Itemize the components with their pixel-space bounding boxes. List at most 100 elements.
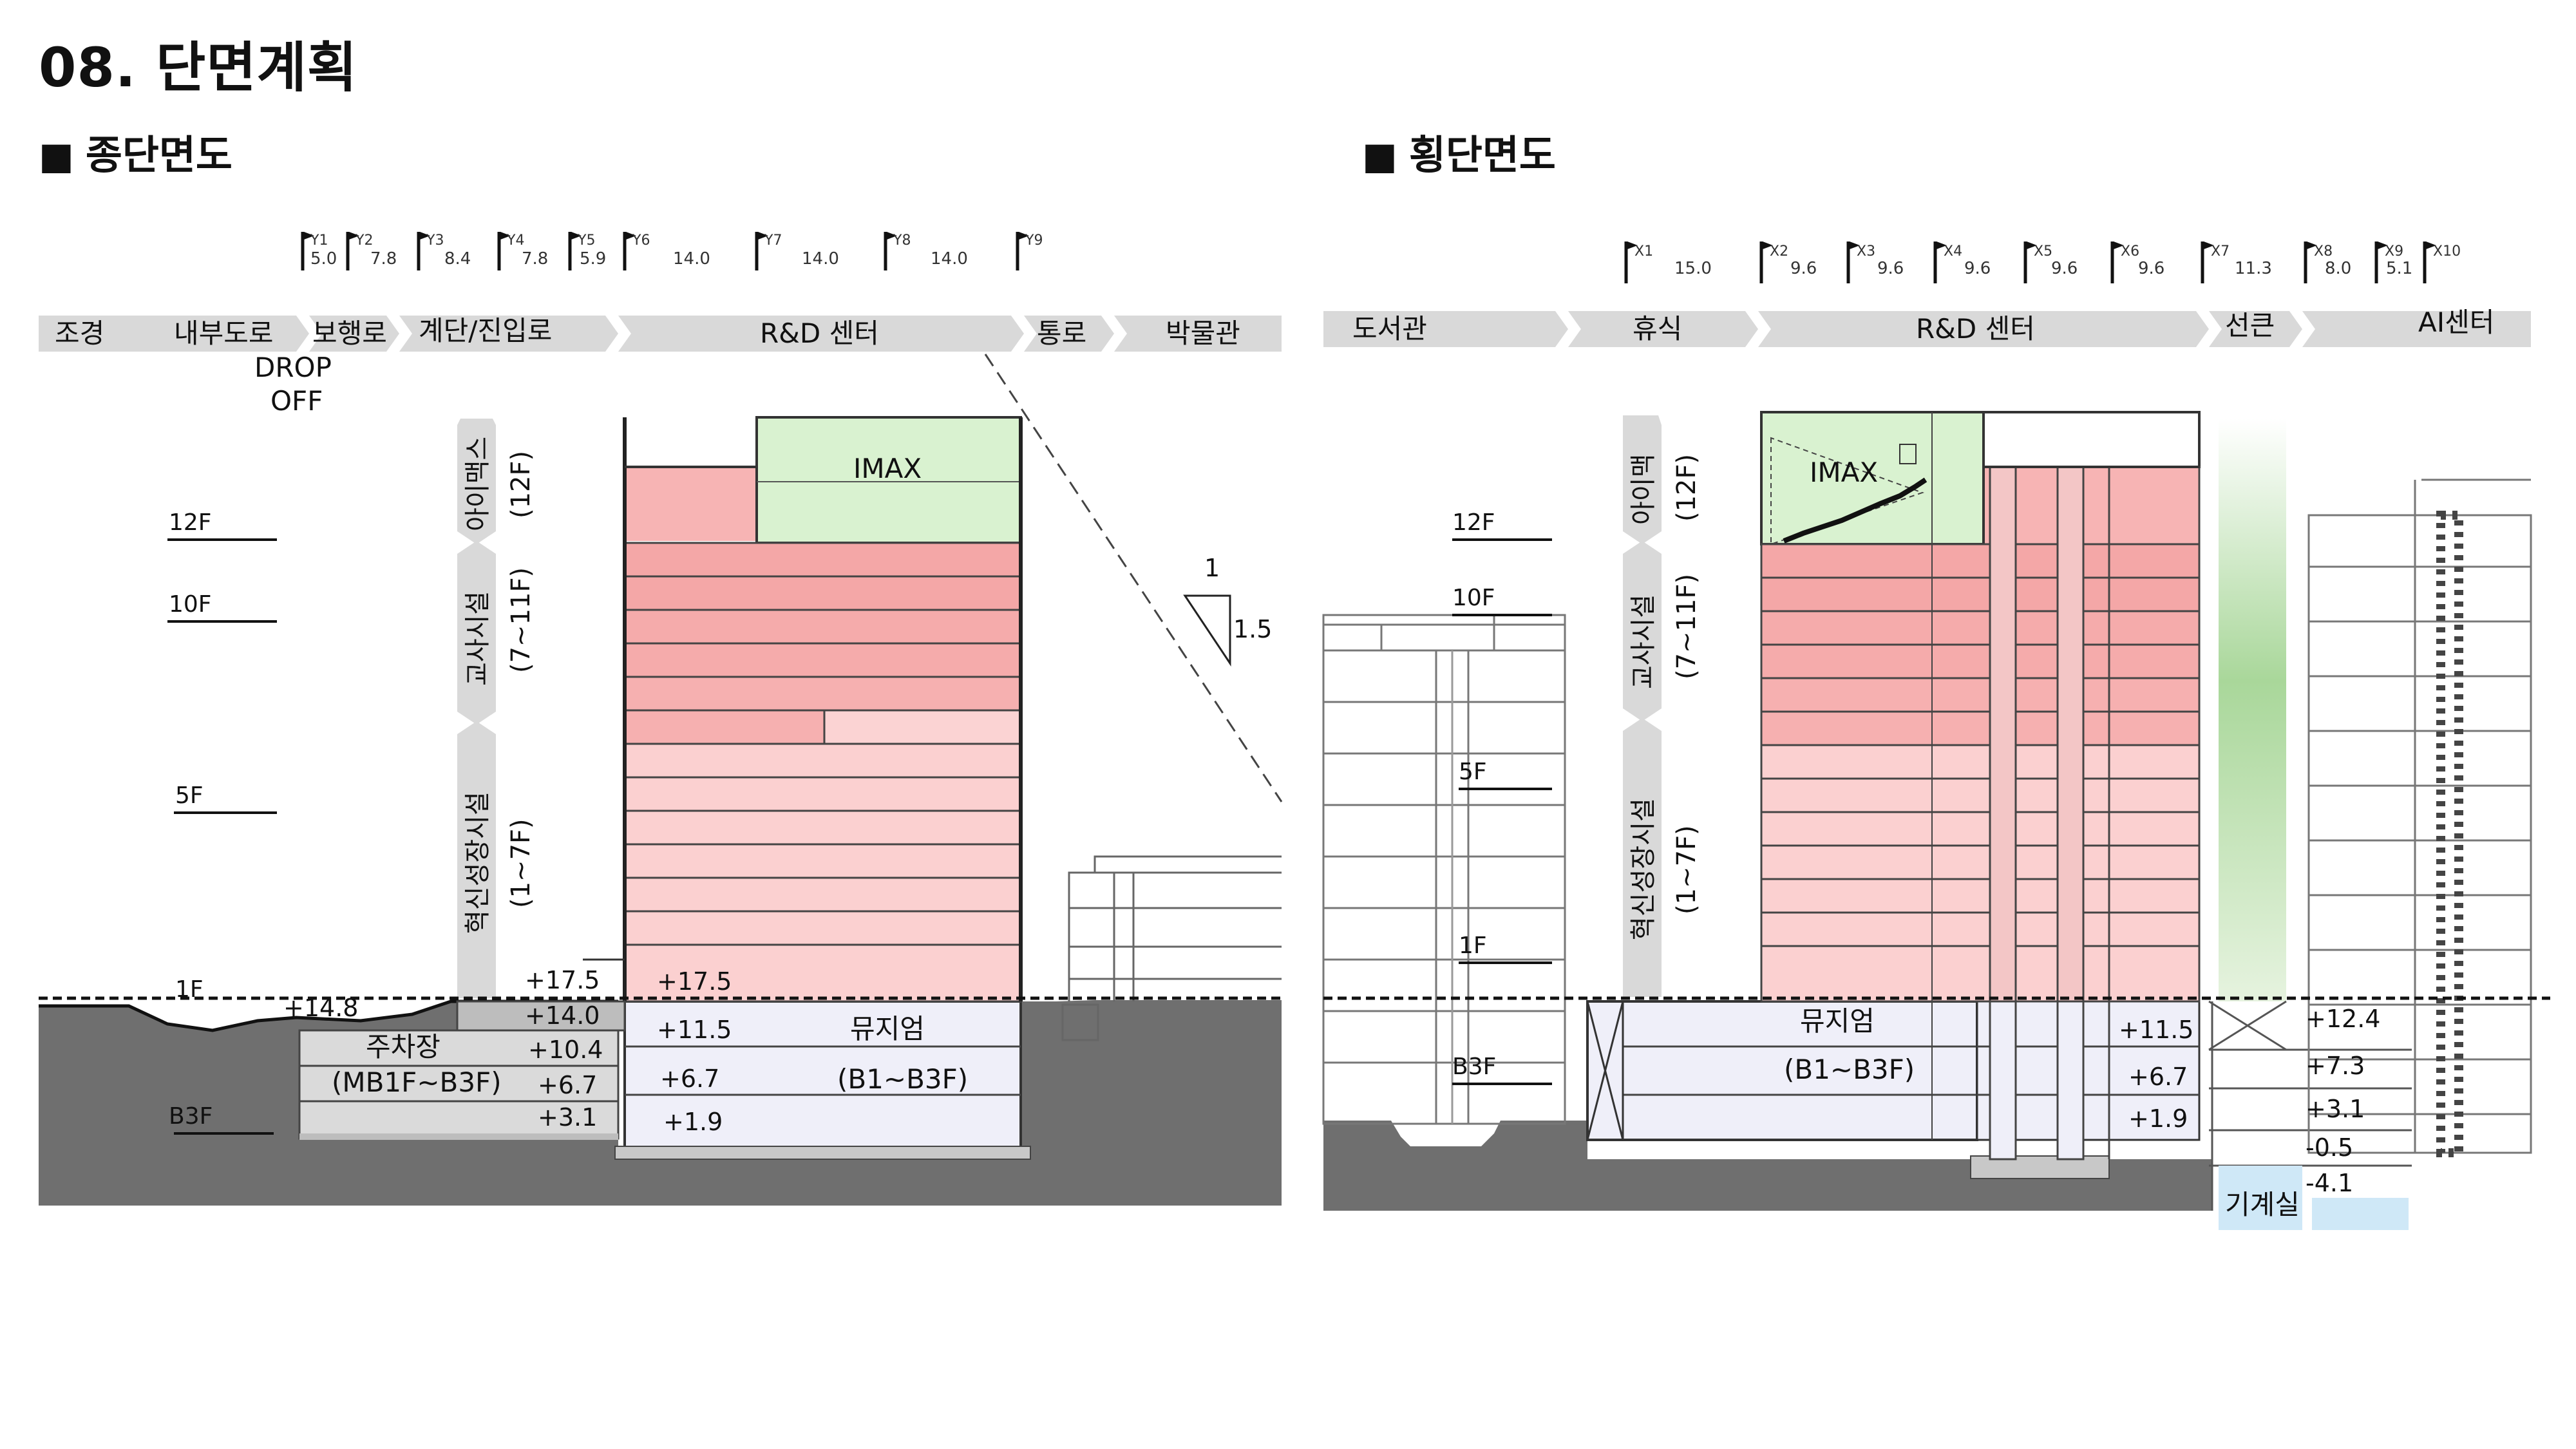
level-b3f: B3F bbox=[169, 1103, 213, 1130]
longitudinal-level-marks bbox=[167, 538, 277, 1135]
grid-dim: 14.0 bbox=[802, 249, 839, 269]
ai-center-stair bbox=[2436, 511, 2463, 1157]
slope-run: 1.5 bbox=[1233, 615, 1272, 643]
elev-7-3: +7.3 bbox=[2306, 1052, 2365, 1080]
grid-dim: 15.0 bbox=[1674, 259, 1712, 278]
program-innovation-floors: (1~7F) bbox=[506, 819, 536, 908]
grid-dim: 9.6 bbox=[2138, 259, 2164, 278]
band-rest: 휴식 bbox=[1633, 313, 1682, 345]
grid-label: Y5 bbox=[577, 232, 595, 249]
slope-triangle-icon bbox=[1183, 594, 1231, 667]
band-rnd-center: R&D 센터 bbox=[760, 317, 879, 349]
library-building-outline bbox=[1322, 614, 1566, 1125]
elev-11-5: +11.5 bbox=[657, 1016, 732, 1044]
program-education-name: 교사시설 bbox=[463, 591, 493, 686]
level-5f: 5F bbox=[1459, 759, 1487, 785]
level-10f: 10F bbox=[169, 591, 212, 618]
cross-level-marks bbox=[1452, 538, 1552, 1085]
grid-label: Y3 bbox=[426, 232, 444, 249]
cross-tower-floors bbox=[1760, 411, 2201, 1160]
elev-1-9: +1.9 bbox=[2128, 1104, 2188, 1133]
grid-dim: 5.9 bbox=[580, 249, 606, 269]
cross-program-bands: 아이맥 (12F) 교사시설 (7~11F) 혁신성장시설 (1~7F) bbox=[1623, 415, 1701, 997]
band-ai-center: AI센터 bbox=[2418, 307, 2494, 338]
elev-10-4: +10.4 bbox=[528, 1036, 603, 1064]
band-sunken: 선큰 bbox=[2225, 310, 2275, 341]
grid-dim: 7.8 bbox=[522, 249, 548, 269]
elev-6-7-bldg: +6.7 bbox=[660, 1065, 719, 1093]
grid-label: X1 bbox=[1634, 243, 1653, 260]
grid-dim: 5.1 bbox=[2386, 259, 2412, 278]
program-innovation-name: 혁신성장시설 bbox=[463, 791, 493, 934]
level-5f: 5F bbox=[175, 782, 204, 809]
level-12f: 12F bbox=[1452, 509, 1495, 536]
grid-label: Y6 bbox=[632, 232, 650, 249]
grid-dim: 9.6 bbox=[1964, 259, 1991, 278]
museum-label: 뮤지엄 bbox=[1800, 1005, 1875, 1037]
program-education-floors: (7~11F) bbox=[1672, 574, 1701, 679]
elev-3-1: +3.1 bbox=[538, 1103, 597, 1132]
band-rnd-center: R&D 센터 bbox=[1916, 313, 2035, 345]
program-education-floors: (7~11F) bbox=[506, 567, 536, 673]
elev-1-9: +1.9 bbox=[663, 1108, 723, 1136]
longitudinal-band-header: 조경 내부도로 보행로 계단/진입로 R&D 센터 통로 박물관 bbox=[39, 315, 1282, 352]
band-stairs-entry: 계단/진입로 bbox=[419, 315, 552, 346]
machine-room-block bbox=[2219, 1166, 2302, 1230]
level-1f: 1F bbox=[1459, 933, 1487, 959]
drop-off-line1: DROP bbox=[254, 352, 332, 383]
grid-dim: 9.6 bbox=[2051, 259, 2078, 278]
elev-17-5-left: +17.5 bbox=[525, 966, 600, 994]
grid-dim: 5.0 bbox=[310, 249, 337, 269]
band-internal-road: 내부도로 bbox=[174, 317, 274, 349]
grid-label: X2 bbox=[1770, 243, 1788, 260]
grid-dim: 9.6 bbox=[1877, 259, 1904, 278]
cross-section: 도서관 휴식 R&D 센터 선큰 AI센터 X1 15.0 X2 9.6 X3 … bbox=[1322, 242, 2550, 1230]
museum-building-outline bbox=[1061, 855, 1282, 1041]
grid-label: X7 bbox=[2211, 243, 2230, 260]
grid-label: Y2 bbox=[355, 232, 373, 249]
museum-floors: (B1~B3F) bbox=[1784, 1054, 1915, 1085]
grid-label: X10 bbox=[2433, 243, 2461, 260]
imax-label: IMAX bbox=[853, 453, 922, 484]
elev-minus-4-1: -4.1 bbox=[2306, 1169, 2353, 1197]
program-education-name: 교사시설 bbox=[1629, 594, 1658, 689]
grid-dim: 14.0 bbox=[673, 249, 710, 269]
elev-14-0: +14.0 bbox=[525, 1001, 600, 1030]
band-walkway: 보행로 bbox=[312, 317, 387, 349]
section-title-longitudinal: ■종단면도 bbox=[39, 131, 232, 178]
grid-label: X3 bbox=[1857, 243, 1875, 260]
ai-center-building-outline bbox=[2307, 478, 2532, 1154]
grid-label: Y4 bbox=[506, 232, 524, 249]
band-museum: 박물관 bbox=[1166, 317, 1240, 349]
grid-dim: 7.8 bbox=[370, 249, 397, 269]
grid-label: Y9 bbox=[1025, 232, 1043, 249]
elev-6-7-left: +6.7 bbox=[538, 1071, 597, 1099]
slope-guide-line bbox=[984, 354, 1283, 802]
grid-label: X5 bbox=[2034, 243, 2052, 260]
grid-label: Y7 bbox=[764, 232, 782, 249]
program-imax-name: 아이맥스 bbox=[463, 437, 493, 531]
elev-6-7: +6.7 bbox=[2128, 1063, 2188, 1091]
elev-17-5-bldg: +17.5 bbox=[657, 967, 732, 996]
grid-label: X4 bbox=[1944, 243, 1962, 260]
grid-label: Y8 bbox=[893, 232, 911, 249]
grid-label: X9 bbox=[2385, 243, 2403, 260]
program-innovation-name: 혁신성장시설 bbox=[1629, 798, 1658, 940]
square-bullet-icon: ■ bbox=[39, 134, 74, 178]
museum-label: 뮤지엄 bbox=[850, 1013, 925, 1045]
longitudinal-grid: Y1 5.0 Y2 7.8 Y3 8.4 Y4 7.8 Y5 5.9 Y6 14… bbox=[301, 232, 1043, 270]
museum-floors: (B1~B3F) bbox=[837, 1063, 968, 1095]
grid-dim: 11.3 bbox=[2235, 259, 2272, 278]
longitudinal-section: 1 1.5 조경 내부도로 보행로 계단/진입로 R&D 센터 통로 박물관 D… bbox=[39, 232, 1283, 1206]
section-title-cross: ■횡단면도 bbox=[1362, 131, 1556, 178]
page-title: 08. 단면계획 bbox=[39, 36, 358, 99]
sunken-floors bbox=[2208, 1000, 2412, 1211]
longitudinal-tower-floors bbox=[623, 416, 1023, 1003]
machine-room-label: 기계실 bbox=[2225, 1189, 2300, 1220]
basement-bracing bbox=[1586, 1001, 1624, 1141]
cross-band-header: 도서관 휴식 R&D 센터 선큰 AI센터 bbox=[1323, 307, 2531, 347]
grid-dim: 8.0 bbox=[2325, 259, 2351, 278]
grid-dim: 9.6 bbox=[1790, 259, 1817, 278]
program-imax-name: 아이맥 bbox=[1629, 454, 1658, 525]
grid-label: X6 bbox=[2121, 243, 2139, 260]
